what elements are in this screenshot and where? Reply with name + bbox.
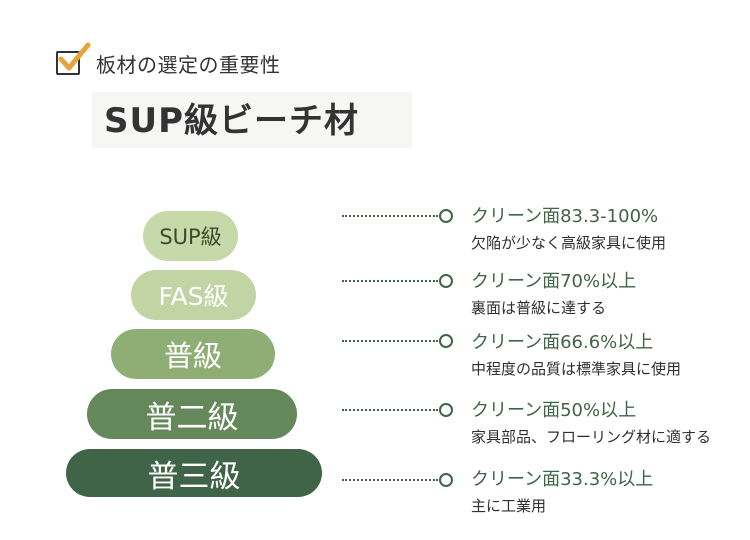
- tier-detail: クリーン面83.3-100% 欠陥が少なく高級家具に使用: [471, 206, 666, 253]
- connector-line: [342, 209, 457, 223]
- tier-detail: クリーン面70%以上 裏面は普級に達する: [471, 271, 636, 318]
- detail-heading: クリーン面33.3%以上: [471, 469, 654, 490]
- tier-label: 普三級: [147, 458, 241, 495]
- page-title: SUP級ビーチ材: [104, 101, 360, 141]
- detail-description: 主に工業用: [471, 497, 547, 515]
- circle-marker-icon: [439, 209, 453, 223]
- connector-line: [342, 274, 457, 288]
- detail-description: 裏面は普級に達する: [471, 299, 607, 317]
- connector-line: [342, 403, 457, 417]
- circle-marker-icon: [439, 403, 453, 417]
- connector-line: [342, 473, 457, 487]
- tier-fas: FAS級: [131, 270, 256, 320]
- tier-detail: クリーン面50%以上 家具部品、フローリング材に適する: [471, 400, 711, 447]
- detail-heading: クリーン面66.6%以上: [471, 332, 654, 353]
- connector-line: [342, 334, 457, 348]
- checkbox-check-icon: [56, 42, 91, 75]
- title-background: [92, 92, 412, 148]
- tier-label: SUP級: [159, 225, 222, 249]
- tier-detail: クリーン面33.3%以上 主に工業用: [471, 469, 653, 516]
- tier-sup: SUP級: [143, 211, 238, 261]
- detail-description: 家具部品、フローリング材に適する: [471, 428, 712, 446]
- tier-second: 普二級: [87, 389, 297, 439]
- detail-description: 中程度の品質は標準家具に使用: [471, 360, 682, 378]
- tier-label: 普二級: [145, 399, 239, 436]
- detail-heading: クリーン面70%以上: [471, 271, 637, 292]
- circle-marker-icon: [439, 274, 453, 288]
- tier-label: 普級: [163, 339, 222, 373]
- circle-marker-icon: [439, 334, 453, 348]
- circle-marker-icon: [439, 473, 453, 487]
- section-subtitle: 板材の選定の重要性: [96, 52, 281, 77]
- tier-standard: 普級: [111, 329, 275, 379]
- tier-third: 普三級: [66, 449, 322, 497]
- detail-heading: クリーン面83.3-100%: [471, 206, 659, 227]
- tier-detail: クリーン面66.6%以上 中程度の品質は標準家具に使用: [471, 332, 681, 379]
- detail-description: 欠陥が少なく高級家具に使用: [471, 234, 667, 252]
- section-header: 板材の選定の重要性: [56, 42, 281, 80]
- tier-label: FAS級: [158, 282, 229, 311]
- detail-heading: クリーン面50%以上: [471, 400, 637, 421]
